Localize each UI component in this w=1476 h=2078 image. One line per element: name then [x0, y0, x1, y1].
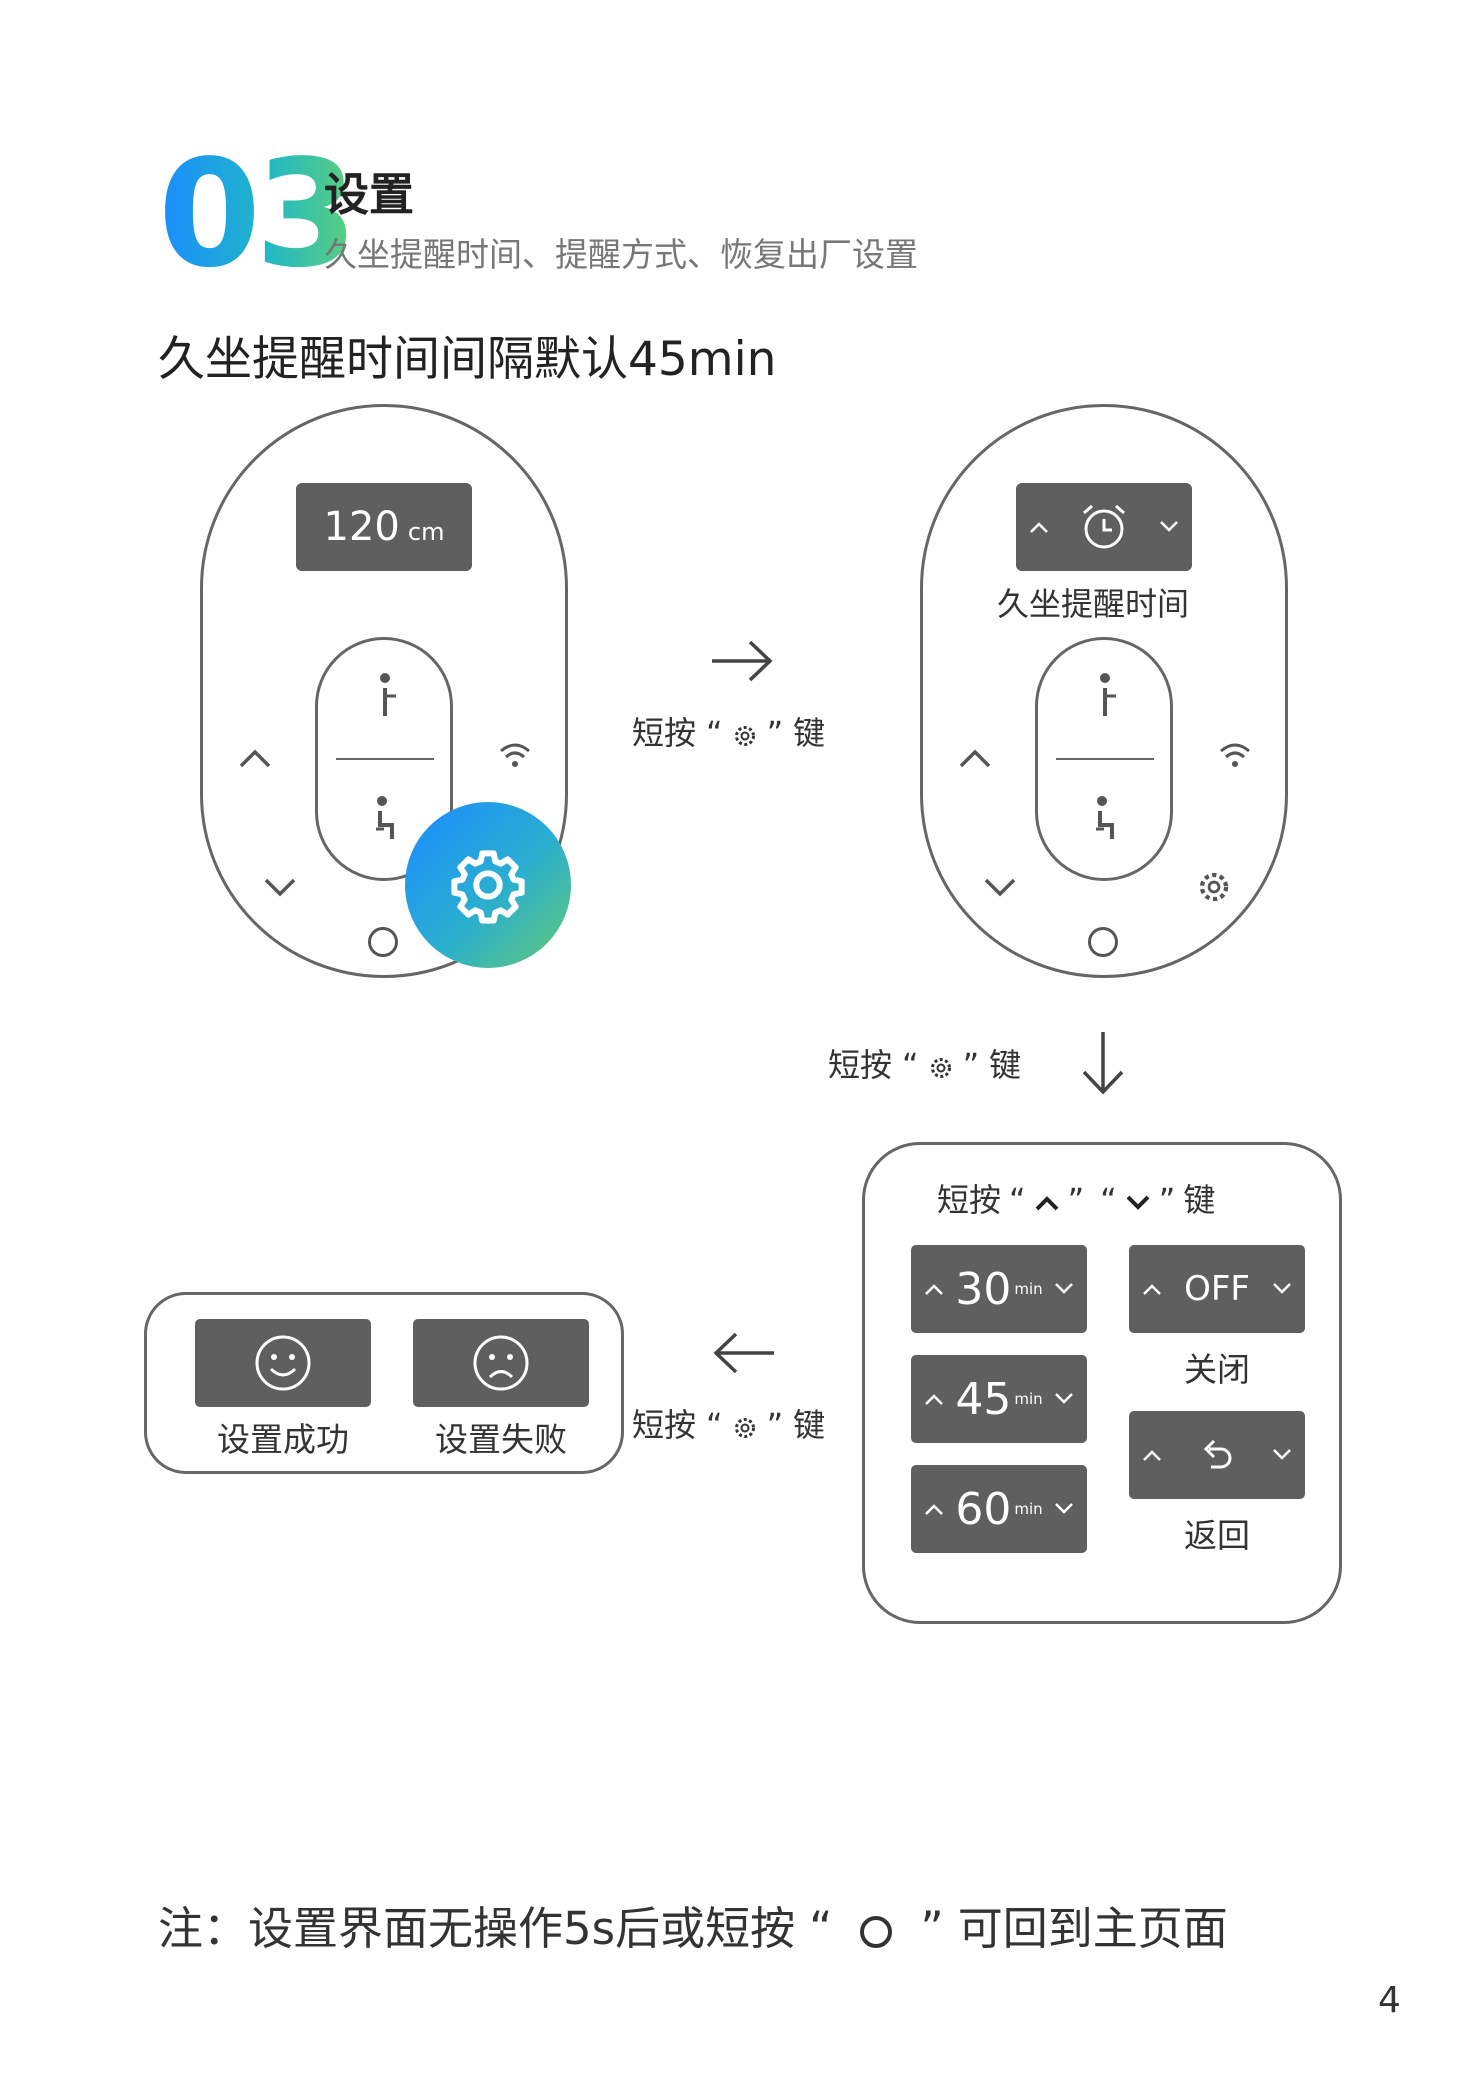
pill-divider: [1056, 758, 1154, 760]
chevron-down-icon: [1273, 1449, 1291, 1460]
success-tile: [195, 1319, 371, 1407]
section-subtitle: 久坐提醒时间、提醒方式、恢复出厂设置: [324, 235, 918, 274]
option-unit: min: [1014, 1389, 1043, 1408]
frown-icon: [473, 1335, 529, 1391]
reminder-caption: 久坐提醒时间: [997, 585, 1190, 623]
arrow-down-icon: [1080, 1030, 1126, 1100]
gear-icon: [734, 726, 755, 746]
smile-icon: [255, 1335, 311, 1391]
footer-note: 注：设置界面无操作5s后或短按“”可回到主页面: [158, 1902, 1228, 1955]
gear-icon: [734, 1418, 755, 1438]
chevron-up-icon: [1143, 1284, 1161, 1295]
step1-label: 短按“”键: [632, 714, 826, 752]
chevron-up-icon: [1143, 1450, 1161, 1461]
chevron-down-icon: [1160, 521, 1178, 532]
down-button-icon[interactable]: [263, 877, 297, 899]
settings-button-highlight[interactable]: [405, 802, 571, 968]
up-button-icon[interactable]: [958, 747, 992, 769]
option-off-tile[interactable]: OFF: [1129, 1245, 1305, 1333]
option-value: 60: [955, 1483, 1012, 1535]
fail-tile: [413, 1319, 589, 1407]
chevron-down-icon: [1055, 1283, 1073, 1294]
chevron-down-icon: [1055, 1393, 1073, 1404]
fail-caption: 设置失败: [435, 1420, 567, 1459]
gear-icon[interactable]: [1197, 870, 1231, 908]
height-unit: cm: [407, 518, 445, 546]
option-value: 45: [955, 1373, 1012, 1425]
remote-reminder: 久坐提醒时间: [920, 404, 1288, 978]
result-panel: 设置成功 设置失败: [144, 1292, 624, 1474]
chevron-down-icon: [1126, 1195, 1150, 1210]
chevron-up-icon: [1030, 522, 1048, 533]
gear-icon: [451, 850, 525, 924]
wifi-icon: [498, 741, 532, 773]
up-button-icon[interactable]: [238, 747, 272, 769]
off-caption: 关闭: [1184, 1350, 1250, 1389]
off-value: OFF: [1184, 1269, 1250, 1309]
preset-pill[interactable]: [315, 637, 453, 881]
option-back-tile[interactable]: [1129, 1411, 1305, 1499]
home-button-icon[interactable]: [1088, 927, 1118, 957]
height-display: 120 cm: [296, 483, 472, 571]
arrow-left-icon: [712, 1330, 776, 1380]
reminder-display: [1016, 483, 1192, 571]
step2-label: 短按“”键: [828, 1046, 1022, 1084]
return-arrow-icon: [1203, 1439, 1232, 1469]
options-instruction: 短按“”“”键: [937, 1181, 1216, 1219]
gear-icon: [930, 1058, 951, 1078]
chevron-up-icon: [925, 1284, 943, 1295]
wifi-icon: [1218, 741, 1252, 773]
home-button-icon: [860, 1916, 893, 1948]
chevron-up-icon: [925, 1394, 943, 1405]
alarm-clock-icon: [1083, 504, 1125, 549]
page-number: 4: [1378, 1980, 1401, 2021]
chevron-down-icon: [1273, 1283, 1291, 1294]
remote-home: 120 cm: [200, 404, 568, 978]
chevron-up-icon: [1035, 1196, 1059, 1211]
preset-pill[interactable]: [1035, 637, 1173, 881]
section-title: 设置: [324, 168, 415, 221]
standing-person-icon[interactable]: [370, 672, 400, 726]
success-caption: 设置成功: [217, 1420, 349, 1459]
section-number: 03: [158, 128, 358, 300]
home-button-icon[interactable]: [368, 927, 398, 957]
option-value: 30: [955, 1263, 1012, 1315]
pill-divider: [336, 758, 434, 760]
arrow-right-icon: [710, 638, 774, 688]
standing-person-icon[interactable]: [1090, 672, 1120, 726]
sitting-person-icon[interactable]: [370, 795, 400, 849]
down-button-icon[interactable]: [983, 877, 1017, 899]
chevron-down-icon: [1055, 1503, 1073, 1514]
sitting-person-icon[interactable]: [1090, 795, 1120, 849]
height-value: 120: [323, 504, 400, 550]
back-caption: 返回: [1184, 1516, 1250, 1555]
option-unit: min: [1014, 1279, 1043, 1298]
page-heading: 久坐提醒时间间隔默认45min: [158, 332, 777, 387]
chevron-up-icon: [925, 1504, 943, 1515]
step3-label: 短按“”键: [632, 1406, 826, 1444]
option-unit: min: [1014, 1499, 1043, 1518]
